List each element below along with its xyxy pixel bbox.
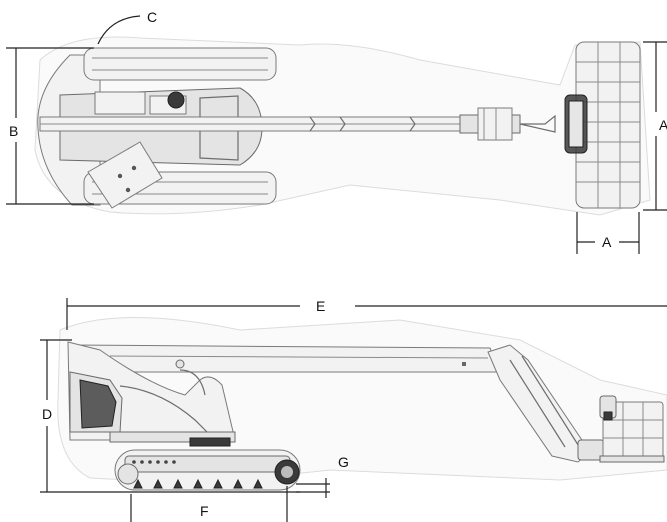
dimension-d: D — [40, 339, 300, 493]
dimension-label-g: G — [338, 454, 349, 470]
dimension-c: C — [97, 9, 157, 45]
dimension-a-horizontal: A — [576, 212, 640, 254]
dimension-label-a-vertical: A — [659, 117, 667, 133]
dimension-label-c: C — [147, 9, 157, 25]
dimension-b: B — [6, 47, 94, 205]
dimension-label-f: F — [200, 503, 209, 519]
dimension-label-e: E — [316, 298, 325, 314]
dimension-f: F — [130, 486, 288, 522]
slew-ring — [189, 437, 231, 447]
dimension-g: G — [296, 454, 349, 498]
upper-track — [83, 47, 277, 81]
side-view — [57, 317, 667, 491]
slew-motor — [167, 91, 185, 109]
dimension-e: E — [66, 298, 667, 330]
dimension-label-a-horizontal: A — [602, 234, 612, 250]
dimension-label-d: D — [42, 406, 52, 422]
engine-vent — [79, 379, 117, 429]
dimension-label-b: B — [9, 123, 18, 139]
counterweight-plate — [87, 141, 163, 209]
main-boom — [69, 344, 501, 373]
top-view — [34, 36, 651, 216]
dimension-a-vertical: A — [643, 41, 667, 211]
